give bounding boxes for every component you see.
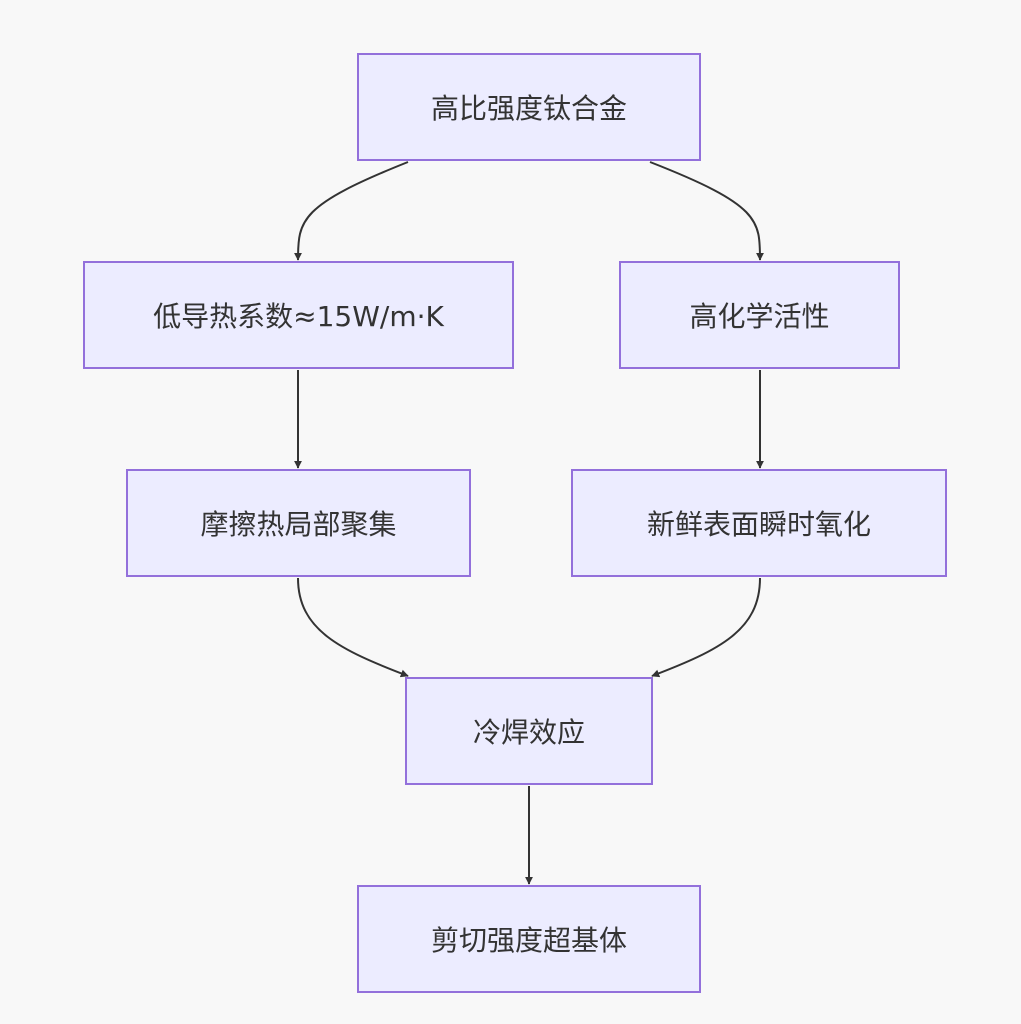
node-friction-heat-concentration: 摩擦热局部聚集 <box>126 469 471 577</box>
node-shear-strength: 剪切强度超基体 <box>357 885 701 993</box>
node-fresh-surface-oxidation: 新鲜表面瞬时氧化 <box>571 469 947 577</box>
edge-titanium-to-high-activity <box>649 161 764 261</box>
edge-heat-concentration-to-cold-weld <box>297 577 409 678</box>
node-titanium-alloy: 高比强度钛合金 <box>357 53 701 161</box>
node-cold-weld-effect: 冷焊效应 <box>405 677 653 785</box>
node-high-chemical-activity: 高化学活性 <box>619 261 900 369</box>
edge-oxidation-to-cold-weld <box>651 577 761 678</box>
node-low-thermal-conductivity: 低导热系数≈15W/m·K <box>83 261 514 369</box>
edge-titanium-to-low-conductivity <box>294 161 409 261</box>
